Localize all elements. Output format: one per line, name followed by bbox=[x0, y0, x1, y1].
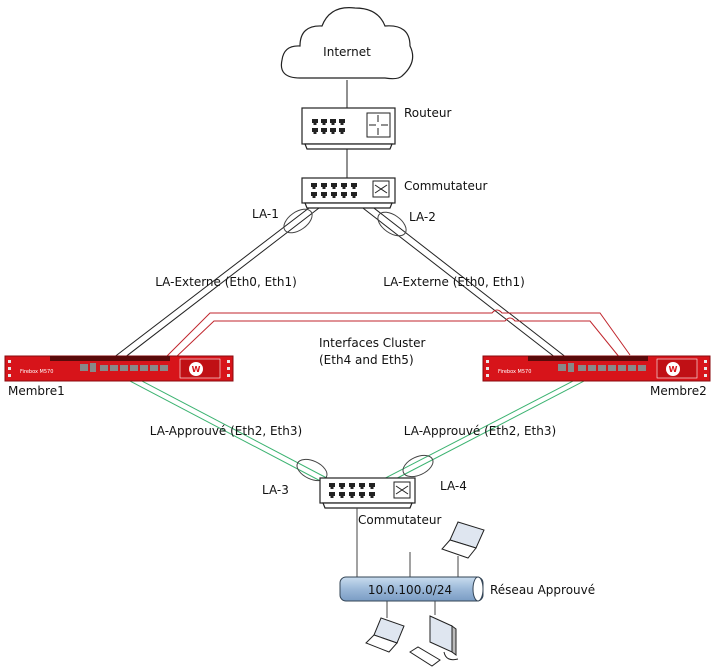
internet-cloud: Internet bbox=[280, 7, 414, 80]
trusted-links-left bbox=[127, 379, 343, 487]
cloud-icon bbox=[280, 7, 414, 80]
desktop-computer-icon bbox=[409, 615, 459, 667]
membre2-label: Membre2 bbox=[650, 384, 707, 398]
la1-ellipse bbox=[283, 208, 313, 234]
la2-ellipse bbox=[377, 211, 407, 237]
switch-top-label: Commutateur bbox=[404, 179, 487, 193]
svg-text:W: W bbox=[669, 365, 678, 374]
firebox-membre1: Firebox M570 W bbox=[4, 355, 234, 382]
la3-ellipse bbox=[296, 458, 328, 482]
cluster-label-1: Interfaces Cluster bbox=[319, 336, 425, 350]
la-ellipses bbox=[283, 208, 434, 482]
trusted-links-right bbox=[369, 379, 587, 487]
switch-bottom-label: Commutateur bbox=[358, 513, 441, 527]
laptop-icon bbox=[365, 617, 405, 653]
external-links-right bbox=[349, 197, 568, 359]
watchguard-logo-icon bbox=[666, 362, 680, 376]
la4-ellipse bbox=[402, 454, 434, 478]
router-label: Routeur bbox=[404, 106, 451, 120]
external-right-label: LA-Externe (Eth0, Eth1) bbox=[383, 275, 525, 289]
la2-label: LA-2 bbox=[409, 210, 436, 224]
switch-top: Commutateur bbox=[301, 177, 487, 209]
svg-text:W: W bbox=[192, 365, 201, 374]
trusted-left-label: LA-Approuvé (Eth2, Eth3) bbox=[150, 424, 302, 438]
la1-label: LA-1 bbox=[252, 207, 279, 221]
firebox-membre2: Firebox M570 W bbox=[482, 355, 711, 382]
firebox-model-text: Firebox M570 bbox=[20, 369, 53, 375]
network-label: Réseau Approuvé bbox=[490, 583, 595, 597]
watchguard-logo-icon bbox=[189, 362, 203, 376]
router: Routeur bbox=[301, 106, 451, 150]
subnet-label: 10.0.100.0/24 bbox=[368, 583, 452, 597]
network-pipe: 10.0.100.0/24 bbox=[339, 576, 484, 602]
switch-bottom: Commutateur bbox=[319, 477, 441, 527]
la4-label: LA-4 bbox=[440, 479, 467, 493]
cloud-label: Internet bbox=[323, 45, 371, 59]
membre1-label: Membre1 bbox=[8, 384, 65, 398]
external-links-left bbox=[112, 197, 333, 359]
cluster-links bbox=[164, 309, 631, 359]
trusted-right-label: LA-Approuvé (Eth2, Eth3) bbox=[404, 424, 556, 438]
switch-icon bbox=[372, 180, 390, 198]
switch-icon bbox=[393, 481, 411, 499]
cluster-label-2: (Eth4 and Eth5) bbox=[319, 353, 414, 367]
external-left-label: LA-Externe (Eth0, Eth1) bbox=[155, 275, 297, 289]
firebox-model-text: Firebox M570 bbox=[498, 369, 531, 375]
la3-label: LA-3 bbox=[262, 483, 289, 497]
laptop-icon bbox=[441, 521, 485, 559]
router-icon bbox=[366, 112, 391, 138]
